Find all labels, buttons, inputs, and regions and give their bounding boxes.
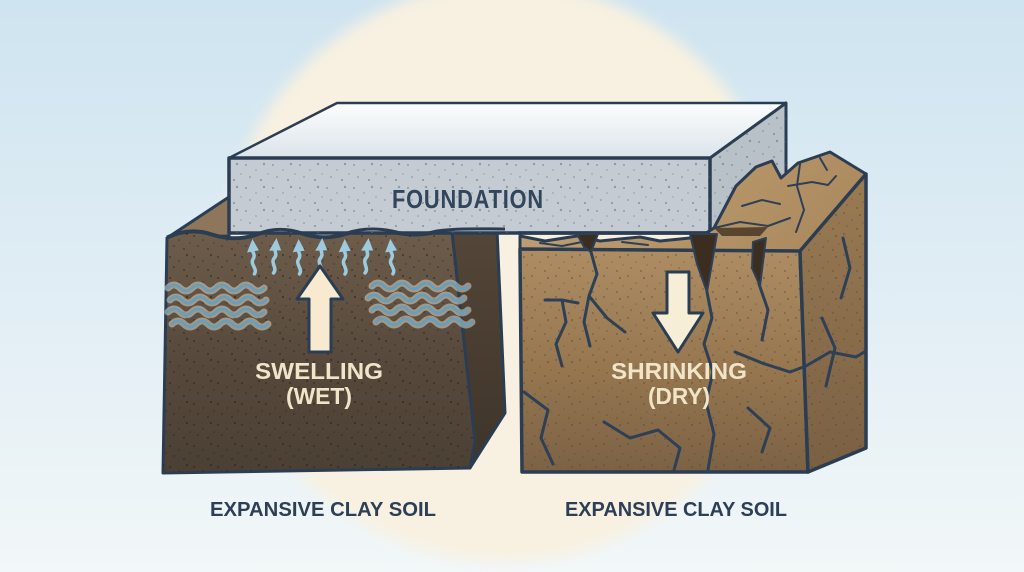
water-wave-icon [168,285,264,291]
crack-line [757,282,770,342]
wet-soil-corner-edge [450,231,477,442]
crack-line [839,236,852,300]
crack-line [539,241,583,247]
water-wave-icon [172,321,268,327]
crack-line [795,163,805,233]
water-wave-icon [376,319,472,325]
dry-label: (DRY) [648,383,710,409]
crack-line [741,199,781,207]
crack-line [787,175,837,187]
terrace-shadow [714,227,768,236]
wet-soil-block [161,195,507,475]
crack-line [820,316,837,388]
dry-soil-side-speckles [800,174,866,472]
foundation-slab: FOUNDATION [227,101,788,235]
crack-line [582,294,592,348]
crack-line [543,298,580,368]
foundation-label: FOUNDATION [392,184,544,214]
water-wave-icon [372,307,468,313]
water-wave-icon [170,297,266,303]
crack-line [746,406,772,454]
up-arrow-icon [295,264,345,354]
crack-line [713,217,791,229]
water-wave-icon [368,295,464,301]
wet-soil-slab-seam [166,227,506,240]
wet-label: (WET) [286,383,352,409]
crack-line [522,390,555,466]
crack-line [621,241,649,246]
water-wave-icon [168,309,264,315]
shrinkage-cracks [522,157,868,472]
left-caption: EXPANSIVE CLAY SOIL [210,499,436,521]
swelling-label: SWELLING [255,358,383,384]
crack-line [733,349,868,374]
foundation-front-speckles [229,158,710,233]
crack-line [602,420,682,472]
down-arrow-icon [651,270,705,354]
dry-soil-block [518,150,868,474]
water-wave-icon [372,283,468,289]
dry-soil-front-speckles [520,249,808,472]
dry-soil-top-face [518,150,868,253]
crack-line [819,157,828,171]
shrinking-label: SHRINKING [611,358,747,384]
crack-line [702,290,716,472]
right-caption: EXPANSIVE CLAY SOIL [565,499,787,521]
